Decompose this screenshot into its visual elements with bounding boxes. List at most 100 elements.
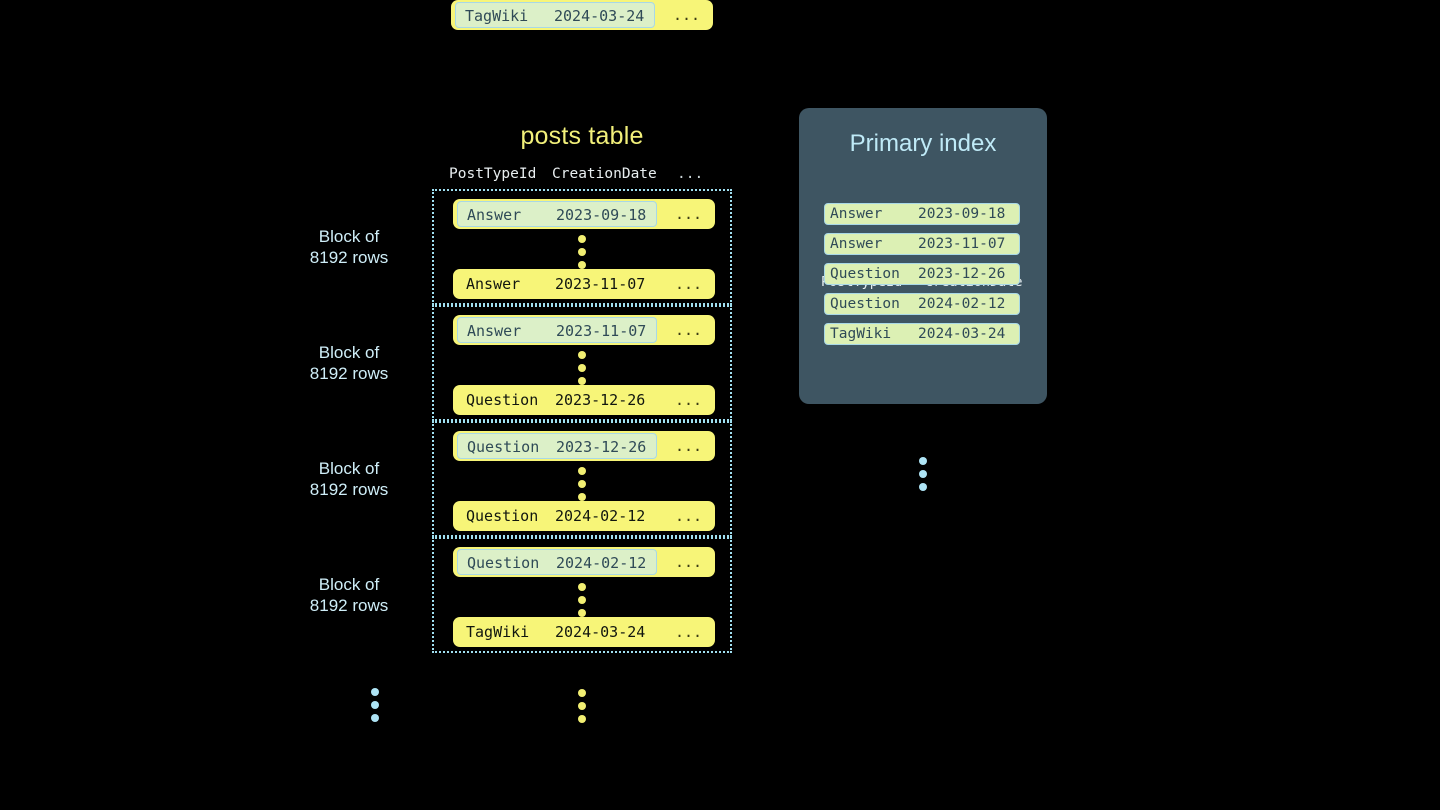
index-cell-creationdate: 2024-02-12 bbox=[918, 296, 1006, 312]
cell-ellipsis: ... bbox=[675, 437, 703, 455]
row-cells: Question 2024-02-12 bbox=[457, 503, 657, 529]
dot-icon bbox=[578, 583, 586, 591]
block-rows-ellipsis-dots bbox=[578, 583, 586, 617]
dot-icon bbox=[919, 483, 927, 491]
row-cells: Question 2023-12-26 bbox=[457, 387, 657, 413]
cell-posttypeid: Answer bbox=[466, 275, 521, 293]
primary-index-panel: Primary index PostTypeId CreationDate An… bbox=[799, 108, 1047, 491]
posts-table-section: posts table PostTypeId CreationDate ... … bbox=[310, 0, 732, 723]
row-highlight-box: Answer 2023-11-07 bbox=[457, 317, 657, 343]
dot-icon bbox=[578, 248, 586, 256]
row-cells: Answer 2023-11-07 bbox=[457, 271, 657, 297]
cell-ellipsis: ... bbox=[673, 6, 701, 24]
index-cell-posttypeid: TagWiki bbox=[830, 326, 892, 342]
cell-ellipsis: ... bbox=[675, 275, 703, 293]
primary-index-row[interactable]: Answer 2023-11-07 bbox=[824, 233, 1020, 255]
cell-creationdate: 2024-03-24 bbox=[554, 7, 645, 25]
cell-ellipsis: ... bbox=[675, 321, 703, 339]
primary-index-continuation-dots bbox=[919, 457, 927, 491]
index-cell-posttypeid: Question bbox=[830, 266, 900, 282]
index-cell-creationdate: 2023-11-07 bbox=[918, 236, 1006, 252]
block-size-label: Block of 8192 rows bbox=[309, 227, 389, 267]
posts-table-trailing-row[interactable]: TagWiki 2024-03-24 ... bbox=[451, 0, 713, 30]
posts-table-row[interactable]: Answer 2023-11-07... bbox=[453, 315, 715, 345]
cell-creationdate: 2023-09-18 bbox=[556, 206, 647, 224]
dot-icon bbox=[578, 715, 586, 723]
cell-posttypeid: Question bbox=[467, 554, 540, 572]
dot-icon bbox=[578, 261, 586, 269]
dot-icon bbox=[578, 480, 586, 488]
dot-icon bbox=[578, 377, 586, 385]
index-cell-posttypeid: Question bbox=[830, 296, 900, 312]
index-cell-creationdate: 2024-03-24 bbox=[918, 326, 1006, 342]
dot-icon bbox=[371, 714, 379, 722]
primary-index-row[interactable]: Question 2024-02-12 bbox=[824, 293, 1020, 315]
column-header-ellipsis: ... bbox=[677, 166, 704, 182]
block-size-label: Block of 8192 rows bbox=[309, 459, 389, 499]
primary-index-row[interactable]: Answer 2023-09-18 bbox=[824, 203, 1020, 225]
cell-creationdate: 2023-12-26 bbox=[555, 391, 646, 409]
cell-creationdate: 2024-02-12 bbox=[556, 554, 647, 572]
posts-table-column-headers: PostTypeId CreationDate ... bbox=[432, 166, 732, 186]
cell-posttypeid: Question bbox=[467, 438, 540, 456]
dot-icon bbox=[578, 364, 586, 372]
dot-icon bbox=[371, 701, 379, 709]
row-cells: TagWiki 2024-03-24 bbox=[457, 619, 657, 645]
cell-creationdate: 2024-02-12 bbox=[555, 507, 646, 525]
cell-ellipsis: ... bbox=[675, 205, 703, 223]
primary-index-row[interactable]: Question 2023-12-26 bbox=[824, 263, 1020, 285]
row-highlight-box: Question 2024-02-12 bbox=[457, 549, 657, 575]
cell-ellipsis: ... bbox=[675, 507, 703, 525]
dot-icon bbox=[578, 689, 586, 697]
column-header-posttypeid: PostTypeId bbox=[449, 166, 537, 182]
index-cell-posttypeid: Answer bbox=[830, 206, 883, 222]
dot-icon bbox=[578, 596, 586, 604]
cell-ellipsis: ... bbox=[675, 553, 703, 571]
index-cell-creationdate: 2023-09-18 bbox=[918, 206, 1006, 222]
dot-icon bbox=[578, 493, 586, 501]
posts-table-continuation-dots bbox=[578, 689, 586, 723]
dot-icon bbox=[578, 467, 586, 475]
block-size-label: Block of 8192 rows bbox=[309, 575, 389, 615]
index-cell-creationdate: 2023-12-26 bbox=[918, 266, 1006, 282]
posts-table-row[interactable]: Question 2024-02-12... bbox=[453, 501, 715, 531]
block-rows-ellipsis-dots bbox=[578, 467, 586, 501]
posts-table-row[interactable]: Answer 2023-11-07... bbox=[453, 269, 715, 299]
posts-table-row[interactable]: TagWiki 2024-03-24... bbox=[453, 617, 715, 647]
posts-table-row[interactable]: Question 2023-12-26... bbox=[453, 431, 715, 461]
row-highlight-box: TagWiki 2024-03-24 bbox=[455, 2, 655, 28]
column-header-creationdate: CreationDate bbox=[552, 166, 657, 182]
cell-posttypeid: Question bbox=[466, 507, 539, 525]
block-rows-ellipsis-dots bbox=[578, 235, 586, 269]
dot-icon bbox=[919, 457, 927, 465]
dot-icon bbox=[919, 470, 927, 478]
dot-icon bbox=[578, 351, 586, 359]
cell-creationdate: 2023-12-26 bbox=[556, 438, 647, 456]
cell-creationdate: 2024-03-24 bbox=[555, 623, 646, 641]
cell-ellipsis: ... bbox=[675, 623, 703, 641]
cell-posttypeid: Question bbox=[466, 391, 539, 409]
posts-table-row[interactable]: Question 2024-02-12... bbox=[453, 547, 715, 577]
posts-table-row[interactable]: Question 2023-12-26... bbox=[453, 385, 715, 415]
cell-creationdate: 2023-11-07 bbox=[556, 322, 647, 340]
cell-ellipsis: ... bbox=[675, 391, 703, 409]
cell-posttypeid: TagWiki bbox=[465, 7, 529, 25]
block-size-label: Block of 8192 rows bbox=[309, 343, 389, 383]
primary-index-row[interactable]: TagWiki 2024-03-24 bbox=[824, 323, 1020, 345]
index-cell-posttypeid: Answer bbox=[830, 236, 883, 252]
dot-icon bbox=[578, 609, 586, 617]
blocks-continuation-dots bbox=[371, 688, 379, 722]
cell-posttypeid: Answer bbox=[467, 322, 522, 340]
dot-icon bbox=[371, 688, 379, 696]
cell-posttypeid: TagWiki bbox=[466, 623, 530, 641]
posts-table-title: posts table bbox=[520, 122, 644, 150]
cell-creationdate: 2023-11-07 bbox=[555, 275, 646, 293]
